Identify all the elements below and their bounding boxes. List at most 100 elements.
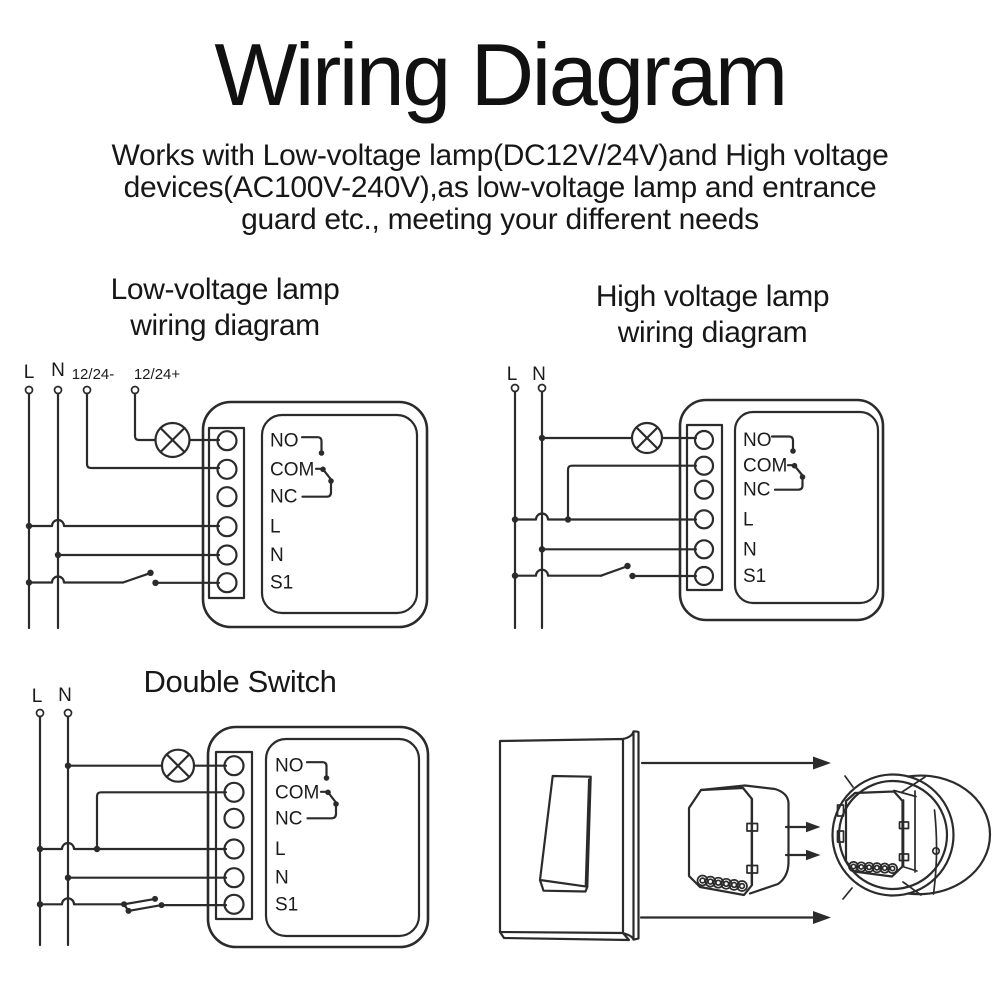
box-inner-rim [837,779,949,891]
relay-contact-icon [300,436,334,498]
module-label-no: NO [743,430,772,451]
module-label-s1: S1 [275,894,298,915]
double-switch-schematic: L N [32,685,430,949]
switch-pole-dot [624,562,631,570]
box-back-edge [932,809,938,895]
low-voltage-title-line1: Low-voltage lamp [110,273,340,306]
module-terminal-nc [223,807,245,829]
page-title: Wiring Diagram [214,25,788,124]
switch-pole-dot [147,569,154,576]
module-label-nc: NC [270,487,297,508]
module-terminal-strip [207,426,246,600]
relay-arm-dot [328,478,334,484]
module-label-com: COM [270,459,314,480]
module-depth-lines [893,789,918,873]
relay-arm-dot [333,801,339,807]
low-voltage-schematic: L N 12/24- 12/24+ [24,360,429,630]
relay-nc-branch [773,478,804,491]
module-terminal-holes [696,874,748,892]
lv-module: NO COM NC L N S1 [201,400,429,629]
relay-arm [321,468,333,481]
lamp-cross [635,426,659,450]
relay-no-dot [790,448,796,454]
round-junction-box [831,773,992,900]
module-label-l: L [270,517,281,538]
module-label-no: NO [270,431,299,452]
module-terminal-com [216,458,238,480]
switch-dot [121,901,127,908]
hv-wire-l-row [513,512,698,521]
module-terminal-nc [216,486,238,508]
relay-no-branch [305,761,328,778]
lv-wire-minus-to-com [85,392,221,470]
module-label-n: N [270,545,284,566]
module-label-s1: S1 [270,573,293,594]
lv-wire-s1-left [27,575,125,584]
module-body [678,398,885,622]
box-screw-slot-top [836,804,845,817]
installation-illustration [498,730,992,942]
module-terminal-com [693,455,715,476]
ds-wire-s1-left [38,897,126,906]
ds-wire-l-row [38,841,228,851]
module-inside-box [844,789,918,878]
lv-lamp-icon [154,421,191,459]
relay-nc-branch [306,805,338,820]
lv-wire-plus-to-lamp [133,392,157,442]
low-voltage-section-title: Low-voltage lamp wiring diagram [60,272,390,344]
module-body [206,725,430,949]
module-label-panel [733,410,880,605]
module-side-body [699,784,790,895]
ds-module: NO COM NC L N S1 [206,725,430,949]
install-arrow-bottom [639,911,831,924]
wall-switch-plate [498,730,640,942]
subtitle-line-3: guard etc., meeting your different needs [241,203,759,236]
switch-blade-upper [122,897,157,906]
rocker-edge-shade [584,778,591,886]
rocker-button [538,774,592,893]
lv-label-l: L [24,362,35,383]
double-switch-icon [121,895,165,914]
module-terminal-l [693,509,715,530]
module-clip-bottom [746,864,759,874]
module-clip-bottom [898,853,910,862]
module-terminal-no [216,430,238,452]
relay-contact-icon [770,435,806,491]
box-cylinder-side [906,774,992,896]
module-label-panel [264,737,421,938]
module-terminal-no [223,755,245,777]
switch-dot [125,907,132,914]
hv-wire-s1-left [513,568,603,577]
lv-label-12-24-minus: 12/24- [72,366,115,383]
switch-dot [152,895,158,902]
box-front-rim [831,773,955,897]
high-voltage-section-title: High voltage lamp wiring diagram [545,279,880,351]
lv-label-n: N [51,360,65,381]
arrow-head-icon [806,821,821,833]
high-voltage-title-line2: wiring diagram [617,316,808,349]
hv-label-n: N [532,364,546,385]
install-arrow-mid-top [784,821,821,833]
module-terminal-l [223,838,245,860]
module-label-panel [260,413,419,615]
arrow-head-icon [813,756,831,770]
module-terminal-strip [685,423,724,592]
box-mounting-spokes [842,775,926,900]
arrow-head-icon [806,849,821,861]
lv-switch-icon [121,569,159,586]
rocker-face [538,774,592,888]
module-terminal-n [693,539,715,560]
module-terminal-s1 [223,893,245,915]
install-arrow-top [640,756,831,770]
plate-side-outer [632,730,640,941]
module-clip-top [898,821,910,830]
ds-label-l: L [32,686,43,707]
double-switch-section-title: Double Switch [143,664,337,699]
module-label-n: N [275,868,289,889]
low-voltage-title-line2: wiring diagram [130,309,320,342]
lamp-cross [165,753,191,779]
module-label-no: NO [275,756,304,777]
relay-no-dot [323,775,330,781]
relay-arm [793,464,804,477]
module-label-com: COM [275,782,319,803]
